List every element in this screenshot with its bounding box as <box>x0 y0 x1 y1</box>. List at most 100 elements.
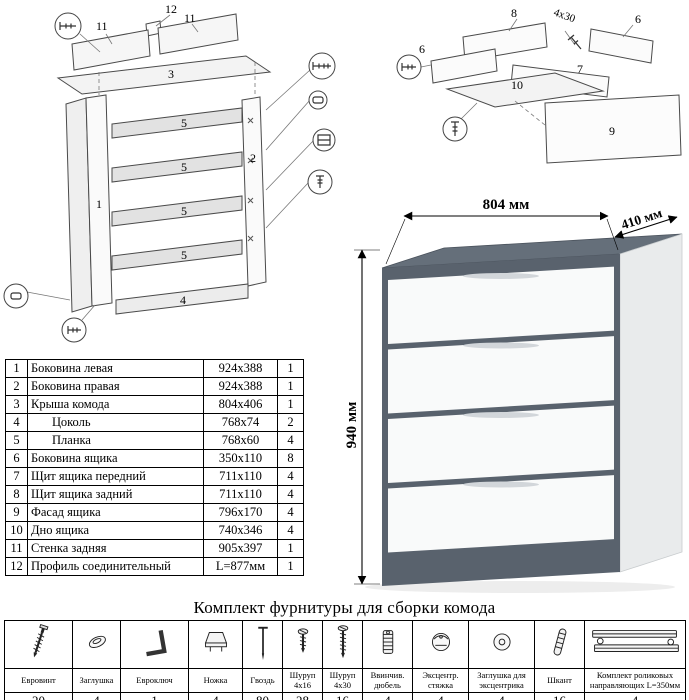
drawer-part-labels: 8 4x30 6 6 7 10 9 <box>419 6 641 138</box>
hardware-qty: 4 <box>72 692 121 700</box>
drawer-handle-groove <box>463 342 539 349</box>
hardware-name: Гвоздь <box>242 668 283 693</box>
part-name: Цоколь <box>27 413 204 432</box>
part-number: 5 <box>5 431 28 450</box>
hardware-name: Шуруп 4x30 <box>322 668 363 693</box>
part-qty: 1 <box>277 557 304 576</box>
part-number: 9 <box>5 503 28 522</box>
parts-table: 1 Боковина левая 924x388 1 2 Боковина пр… <box>5 359 304 576</box>
hardware-kit-title: Комплект фурнитуры для сборки комода <box>193 598 496 617</box>
wood-dowel-icon <box>553 628 566 656</box>
part-size: 711x110 <box>203 485 278 504</box>
table-row: 11 Стенка задняя 905x397 1 <box>5 539 304 558</box>
drawer-front-4 <box>388 475 614 553</box>
part-size: 711x110 <box>203 467 278 486</box>
euro-screw-icon <box>32 623 48 658</box>
leg-icon <box>204 632 227 652</box>
table-row: 8 Щит ящика задний 711x110 4 <box>5 485 304 504</box>
hardware-name: Евровинт <box>4 668 73 693</box>
screw-glyph <box>67 326 81 334</box>
part-number: 11 <box>5 539 28 558</box>
part-name: Боковина левая <box>27 359 204 378</box>
part-size: 740x346 <box>203 521 278 540</box>
table-row: 3 Крыша комода 804x406 1 <box>5 395 304 414</box>
hardware-qty: 4 <box>362 692 413 700</box>
hardware-icon-cell <box>242 620 283 669</box>
part-label: 6 <box>419 42 425 56</box>
part-number: 2 <box>5 377 28 396</box>
hardware-icon-cell <box>412 620 469 669</box>
part-label: 6 <box>635 12 641 26</box>
part-qty: 1 <box>277 377 304 396</box>
table-row: 7 Щит ящика передний 711x110 4 <box>5 467 304 486</box>
hardware-icon-cell <box>362 620 413 669</box>
hardware-qty: 4 <box>188 692 243 700</box>
screw-in-dowel-icon <box>382 630 393 654</box>
table-row: 2 Боковина правая 924x388 1 <box>5 377 304 396</box>
part-qty: 4 <box>277 503 304 522</box>
hardware-qty: 16 <box>534 692 585 700</box>
part-label: 7 <box>577 62 583 76</box>
part-label: 9 <box>609 124 615 138</box>
hardware-name: Евроключ <box>120 668 189 693</box>
part-size: 905x397 <box>203 539 278 558</box>
hardware-qty: 4 <box>412 692 469 700</box>
hardware-icon-cell <box>322 620 363 669</box>
part-label: 5 <box>181 116 187 130</box>
dresser-render: 804 мм 410 мм 940 мм <box>344 197 683 593</box>
fastener-callouts <box>3 12 336 343</box>
carcass-exploded-diagram: 12 11 11 3 5 5 5 5 1 2 4 <box>3 2 336 343</box>
part-size: 350x110 <box>203 449 278 468</box>
screw-glyph <box>316 175 324 188</box>
part-name: Крыша комода <box>27 395 204 414</box>
drawer-handle-groove <box>463 481 539 488</box>
hardware-name: Шуруп 4x16 <box>282 668 323 693</box>
table-row: 1 Боковина левая 924x388 1 <box>5 359 304 378</box>
hardware-qty: 16 <box>322 692 363 700</box>
part-label: 3 <box>168 67 174 81</box>
back-panel-right-shape <box>157 13 239 55</box>
dowel-glyph <box>10 292 22 300</box>
screw-glyph <box>59 22 76 30</box>
part-name: Щит ящика задний <box>27 485 204 504</box>
part-label: 10 <box>511 78 523 92</box>
part-qty: 1 <box>277 539 304 558</box>
leader-lines <box>26 14 315 321</box>
dresser-side-face <box>619 233 683 573</box>
cam-cap-icon <box>492 633 511 651</box>
table-row: 10 Дно ящика 740x346 4 <box>5 521 304 540</box>
hardware-icon-cell <box>188 620 243 669</box>
cam-lock-icon <box>431 632 450 652</box>
hardware-icon-cell <box>4 620 73 669</box>
drawer-handle-groove <box>463 412 539 418</box>
hardware-name: Заглушка для эксцентрика <box>468 668 535 693</box>
part-name: Боковина правая <box>27 377 204 396</box>
drawer-front-3 <box>388 405 614 483</box>
part-size: 796x170 <box>203 503 278 522</box>
part-label: 2 <box>250 151 256 165</box>
part-number: 10 <box>5 521 28 540</box>
part-qty: 4 <box>277 485 304 504</box>
drawer-side-left-shape <box>430 48 498 84</box>
hardware-qty: 80 <box>242 692 283 700</box>
slat4-shape <box>111 239 243 271</box>
hardware-name: Ножка <box>188 668 243 693</box>
hardware-qty: 4 <box>584 692 686 700</box>
top-panel-shape <box>56 55 272 95</box>
hardware-qty: 20 <box>4 692 73 700</box>
hardware-table: Евровинт Заглушка Евроключ Ножка Гвоздь … <box>4 620 686 700</box>
screw-glyph <box>451 121 459 136</box>
hardware-name: Заглушка <box>72 668 121 693</box>
callout-circle <box>308 90 328 110</box>
part-qty: 8 <box>277 449 304 468</box>
drawer-front-1 <box>388 266 614 344</box>
callout-circle <box>3 283 29 309</box>
hardware-qty: 28 <box>282 692 323 700</box>
part-number: 7 <box>5 467 28 486</box>
right-side-shape <box>241 96 267 287</box>
carcass-parts-shapes <box>56 13 272 315</box>
back-panel-left-shape <box>71 29 151 71</box>
table-row: 5 Планка 768x60 4 <box>5 431 304 450</box>
screw-glyph <box>567 34 582 50</box>
